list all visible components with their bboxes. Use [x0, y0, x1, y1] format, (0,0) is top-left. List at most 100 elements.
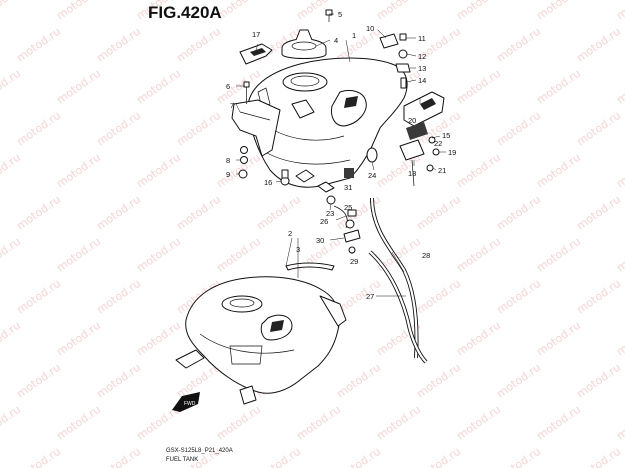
watermark-text: motod.ru [454, 235, 503, 275]
fuel-cap-part [281, 29, 327, 59]
watermark-text: motod.ru [614, 0, 625, 22]
watermark-text: motod.ru [454, 0, 503, 22]
callout-11: 11 [418, 34, 426, 43]
callout-labels: 5 4 1 17 6 7 8 9 16 10 11 12 13 14 20 15… [226, 10, 456, 301]
pad-part-20 [406, 122, 428, 140]
callout-17: 17 [252, 30, 260, 39]
watermark-text: motod.ru [534, 319, 583, 359]
callout-30: 30 [316, 236, 324, 245]
watermark-text: motod.ru [414, 193, 463, 233]
watermark-text: motod.ru [254, 193, 303, 233]
callout-8: 8 [226, 156, 230, 165]
watermark-text: motod.ru [334, 445, 383, 468]
callout-12: 12 [418, 52, 426, 61]
callout-19: 19 [448, 148, 456, 157]
callout-23: 23 [326, 209, 334, 218]
watermark-text: motod.ru [614, 235, 625, 275]
callout-9: 9 [226, 170, 230, 179]
watermark-text: motod.ru [54, 0, 103, 22]
right-hardware-parts [379, 33, 411, 89]
watermark-text: motod.ru [574, 193, 623, 233]
watermark-text: motod.ru [14, 361, 63, 401]
watermark-text: motod.ru [94, 109, 143, 149]
rear-bracket-part-15 [403, 91, 445, 127]
watermark-text: motod.ru [454, 67, 503, 107]
watermark-text: motod.ru [94, 277, 143, 317]
watermark-text: motod.ru [574, 361, 623, 401]
watermark-text: motod.ru [0, 151, 23, 191]
watermark-text: motod.ru [534, 235, 583, 275]
watermark-text: motod.ru [134, 67, 183, 107]
callout-20: 20 [408, 116, 416, 125]
callout-3: 3 [296, 245, 300, 254]
watermark-text: motod.ru [94, 361, 143, 401]
figure-title: FIG.420A [148, 3, 222, 22]
watermark-text: motod.ru [414, 361, 463, 401]
watermark-text: motod.ru [454, 151, 503, 191]
watermark-text: motod.ru [534, 67, 583, 107]
fuel-tank-lower [175, 276, 347, 405]
hoses [368, 197, 428, 364]
watermark-text: motod.ru [0, 67, 23, 107]
watermark-text: motod.ru [0, 319, 23, 359]
watermark-text: motod.ru [334, 361, 383, 401]
watermark-text: motod.ru [54, 151, 103, 191]
callout-31: 31 [344, 183, 352, 192]
watermark-text: motod.ru [214, 235, 263, 275]
callout-7: 7 [230, 101, 234, 110]
callout-18: 18 [408, 169, 416, 178]
watermark-text: motod.ru [214, 403, 263, 443]
watermark-text: motod.ru [54, 319, 103, 359]
watermark-text: motod.ru [174, 193, 223, 233]
mounting-bracket-part [231, 99, 281, 164]
watermark-text: motod.ru [0, 0, 23, 22]
watermark-text: motod.ru [614, 403, 625, 443]
watermark-text: motod.ru [454, 403, 503, 443]
watermark-text: motod.ru [614, 67, 625, 107]
watermark-text: motod.ru [94, 25, 143, 65]
watermark-text: motod.ru [14, 277, 63, 317]
hose-fittings [326, 195, 361, 254]
leader-lines [235, 13, 446, 297]
bracket-part-17 [239, 43, 273, 65]
watermark-text: motod.ru [254, 445, 303, 468]
callout-14: 14 [418, 76, 426, 85]
callout-16: 16 [264, 178, 272, 187]
watermark-text: motod.ru [494, 445, 543, 468]
watermark-text: motod.ru [174, 109, 223, 149]
watermark-text: motod.ru [574, 109, 623, 149]
watermark-text: motod.ru [374, 0, 423, 22]
watermark-text: motod.ru [94, 445, 143, 468]
watermark-text: motod.ru [134, 235, 183, 275]
bolt-part-6 [243, 81, 250, 104]
watermark-text: motod.ru [14, 193, 63, 233]
callout-25: 25 [344, 203, 352, 212]
callout-2: 2 [288, 229, 292, 238]
callout-10: 10 [366, 24, 374, 33]
watermark-text: motod.ru [374, 235, 423, 275]
watermark-text: motod.ru [574, 25, 623, 65]
watermark-text: motod.ru [14, 109, 63, 149]
callout-4: 4 [334, 36, 338, 45]
watermark-text: motod.ru [614, 319, 625, 359]
watermark-text: motod.ru [494, 277, 543, 317]
watermark-text: motod.ru [14, 445, 63, 468]
watermark-text: motod.ru [214, 151, 263, 191]
watermark-text: motod.ru [14, 25, 63, 65]
fuel-tank-upper [247, 57, 408, 193]
callout-5: 5 [338, 10, 342, 19]
valve-fittings [399, 136, 440, 187]
watermark-text: motod.ru [174, 25, 223, 65]
callout-21: 21 [438, 166, 446, 175]
watermark-text: motod.ru [54, 235, 103, 275]
watermark-text: motod.ru [494, 193, 543, 233]
watermark-text: motod.ru [374, 403, 423, 443]
watermark-text: motod.ru [414, 277, 463, 317]
watermark-text: motod.ru [0, 403, 23, 443]
screw-part-5 [325, 9, 333, 22]
callout-13: 13 [418, 64, 426, 73]
watermark-text: motod.ru [454, 319, 503, 359]
watermark-text: motod.ru [614, 151, 625, 191]
watermark-text: motod.ru [534, 0, 583, 22]
